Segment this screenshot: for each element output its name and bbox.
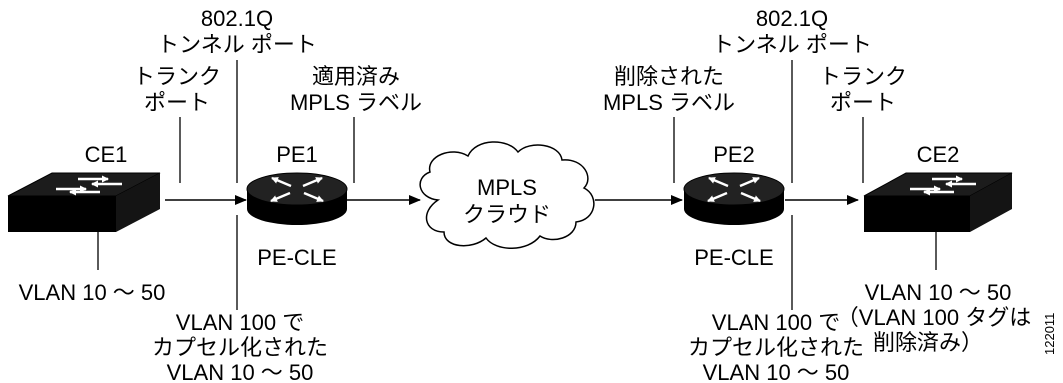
trunk-port-right-line1: トランク <box>819 64 907 89</box>
device-sublabel-pe1: PE-CLE <box>257 245 336 270</box>
device-label-pe1: PE1 <box>276 142 318 167</box>
vlan-ce2-line1: VLAN 10 ～ 50 <box>865 280 1012 305</box>
trunk-port-left-line2: ポート <box>144 90 210 115</box>
vlan-ce1: VLAN 10 ～ 50 <box>19 280 166 305</box>
applied-label-line1: 適用済み <box>312 64 400 89</box>
leader-lines <box>97 60 937 310</box>
device-label-ce2: CE2 <box>917 142 960 167</box>
vlan-encap-right-line3: VLAN 10 ～ 50 <box>703 360 850 383</box>
removed-label-line1: 削除された <box>614 64 724 89</box>
tunnel-port-left-line1: 802.1Q <box>201 6 273 31</box>
tunnel-port-left-line2: トンネル ポート <box>157 32 317 57</box>
cloud-label-line2: クラウド <box>463 202 551 227</box>
router-icon <box>246 172 348 225</box>
vlan-ce2-line3: 削除済み） <box>873 330 983 355</box>
vlan-encap-left-line2: カプセル化された <box>152 335 328 360</box>
trunk-port-right-line2: ポート <box>830 90 896 115</box>
trunk-port-left-line1: トランク <box>133 64 221 89</box>
figure-id: 122011 <box>1042 313 1057 355</box>
router-icon <box>683 172 785 225</box>
applied-label-line2: MPLS ラベル <box>290 90 422 115</box>
vlan-encap-left-line1: VLAN 100 で <box>176 310 304 335</box>
switch-icon <box>863 172 1013 232</box>
device-sublabel-pe2: PE-CLE <box>694 245 773 270</box>
switch-icon <box>7 172 161 232</box>
labels: CE1 PE1 PE2 CE2 PE-CLE PE-CLE MPLS クラウド … <box>19 6 1057 383</box>
vlan-encap-left-line3: VLAN 10 ～ 50 <box>167 360 314 383</box>
device-label-ce1: CE1 <box>85 142 128 167</box>
tunnel-port-right-line1: 802.1Q <box>756 6 828 31</box>
vlan-encap-right-line2: カプセル化された <box>688 335 864 360</box>
vlan-encap-right-line1: VLAN 100 で <box>712 310 840 335</box>
device-label-pe2: PE2 <box>713 142 755 167</box>
vlan-ce2-line2: （VLAN 100 タグは <box>837 305 1031 330</box>
cloud-icon <box>419 141 595 249</box>
tunnel-port-right-line2: トンネル ポート <box>712 32 872 57</box>
cloud-label-line1: MPLS <box>477 175 537 200</box>
removed-label-line2: MPLS ラベル <box>603 90 735 115</box>
